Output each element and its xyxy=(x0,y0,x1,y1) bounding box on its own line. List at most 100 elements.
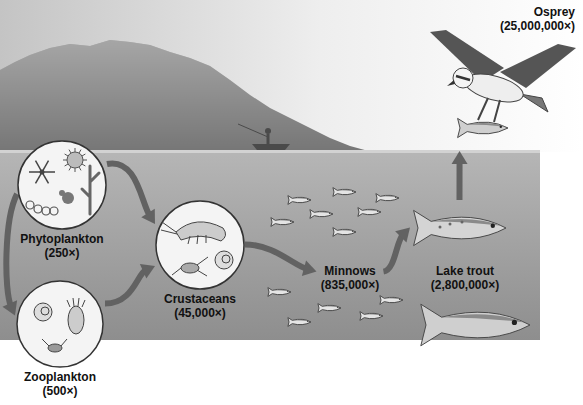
arrow-shaft xyxy=(105,270,146,304)
minnow-fish xyxy=(360,312,383,321)
minnow-fish xyxy=(271,218,294,227)
minnow-fish xyxy=(287,291,288,292)
phytoplankton-circle-art xyxy=(63,160,67,161)
crustacean-circle-art xyxy=(215,251,233,269)
tree-line xyxy=(0,40,372,152)
minnow-fish xyxy=(307,199,308,200)
fishing-boat xyxy=(267,134,270,144)
zooplankton-circle-art xyxy=(68,306,84,334)
minnow-fish xyxy=(310,210,333,219)
organism-name: Osprey xyxy=(534,5,575,19)
osprey-group-art xyxy=(456,76,470,80)
minnow-fish xyxy=(333,188,356,197)
lake-trout-fish xyxy=(512,320,517,325)
minnow-fish xyxy=(268,288,291,297)
magnification-factor: (250×) xyxy=(44,246,79,260)
minnow-fish xyxy=(275,220,293,222)
minnow-label: Minnows(835,000×) xyxy=(317,262,384,294)
phytoplankton-circle-art xyxy=(42,207,50,215)
phytoplankton-circle-art xyxy=(83,160,87,161)
minnow-fish xyxy=(399,299,400,300)
crustacean-circle-art xyxy=(172,257,208,276)
crustacean-circle: Crustaceans(45,000×) xyxy=(155,200,245,320)
minnow-fish xyxy=(292,198,310,200)
lake-trout-fish xyxy=(421,304,530,346)
tree-line xyxy=(0,40,372,152)
minnow-fish xyxy=(376,194,399,203)
minnow-fish xyxy=(358,208,381,217)
food-chain-arrow xyxy=(452,151,468,200)
minnow-fish xyxy=(272,290,290,292)
zooplankton-circle-art xyxy=(17,281,103,367)
minnow-fish xyxy=(268,288,291,297)
fishing-boat xyxy=(252,144,290,150)
zooplankton-circle-art xyxy=(34,303,52,321)
organism-name: Lake trout xyxy=(436,264,494,278)
minnow-fish xyxy=(290,221,291,222)
zooplankton-circle-art xyxy=(17,281,103,367)
arrow-shaft xyxy=(457,161,463,200)
organism-name: Minnows xyxy=(324,264,375,278)
phytoplankton-circle-art xyxy=(34,205,42,213)
minnow-fish xyxy=(322,306,340,308)
minnow-fish xyxy=(380,196,398,198)
phytoplankton-circle-art xyxy=(75,168,76,172)
minnow-fish xyxy=(395,197,396,198)
fishing-boat xyxy=(238,124,290,150)
lake-trout-group-art xyxy=(439,226,442,229)
minnow-fish xyxy=(318,304,341,313)
arrow-head xyxy=(452,151,468,164)
organism-name: Crustaceans xyxy=(164,292,236,306)
zooplankton-circle-art xyxy=(42,339,67,346)
food-chain-arrow xyxy=(105,264,155,304)
arrow-shaft xyxy=(245,244,307,269)
food-chain-arrow xyxy=(2,194,17,315)
phytoplankton-circle-art xyxy=(18,141,106,229)
arrow-head xyxy=(395,228,410,243)
arrow-shaft xyxy=(384,235,403,272)
phytoplankton-circle-art xyxy=(65,154,68,156)
food-chain-arrow xyxy=(107,163,155,224)
food-chain-arrow xyxy=(245,244,317,275)
minnow-fish xyxy=(360,312,383,321)
phytoplankton-circle-art xyxy=(69,167,71,170)
phytoplankton-circle-art xyxy=(65,164,68,166)
minnow-fish xyxy=(329,213,330,214)
minnow-fish xyxy=(337,230,355,232)
minnow-fish xyxy=(333,228,356,237)
osprey-group-art xyxy=(500,126,502,128)
magnification-factor: (45,000×) xyxy=(174,306,226,320)
minnow-fish xyxy=(364,314,382,316)
lake-trout-group-art xyxy=(414,210,506,245)
minnow-fish xyxy=(337,190,355,192)
magnification-factor: (500×) xyxy=(42,384,77,398)
minnow-fish xyxy=(307,321,308,322)
zooplankton-circle-art xyxy=(15,280,105,368)
phytoplankton-circle-art xyxy=(17,140,107,230)
crustacean-circle-art xyxy=(156,201,244,289)
fishing-boat xyxy=(265,128,271,134)
phytoplankton-circle-art xyxy=(82,166,99,214)
phytoplankton-circle: Phytoplankton(250×) xyxy=(17,140,107,260)
organism-name: Phytoplankton xyxy=(20,232,103,246)
minnow-fish xyxy=(380,296,403,305)
phytoplankton-circle-art xyxy=(40,170,45,175)
minnow-fish xyxy=(380,296,403,305)
minnow-fish xyxy=(377,211,378,212)
organism-name: Zooplankton xyxy=(24,370,96,384)
osprey-group-art xyxy=(447,80,455,86)
arrow-shaft xyxy=(6,194,17,306)
osprey-group-art xyxy=(430,30,576,138)
minnow-fish xyxy=(314,212,332,214)
phytoplankton-circle-art xyxy=(50,207,58,215)
phytoplankton-circle-art xyxy=(18,141,106,229)
minnow-fish xyxy=(310,210,333,219)
crustacean-circle-art xyxy=(176,222,226,241)
phytoplankton-circle-art xyxy=(59,190,65,196)
osprey-group: Osprey(25,000,000×) xyxy=(415,3,580,151)
phytoplankton-circle-art xyxy=(79,150,81,153)
minnow-fish xyxy=(333,228,356,237)
osprey-group-art xyxy=(520,94,548,112)
lake-trout-group: Lake trout(2,800,000×) xyxy=(410,200,520,292)
